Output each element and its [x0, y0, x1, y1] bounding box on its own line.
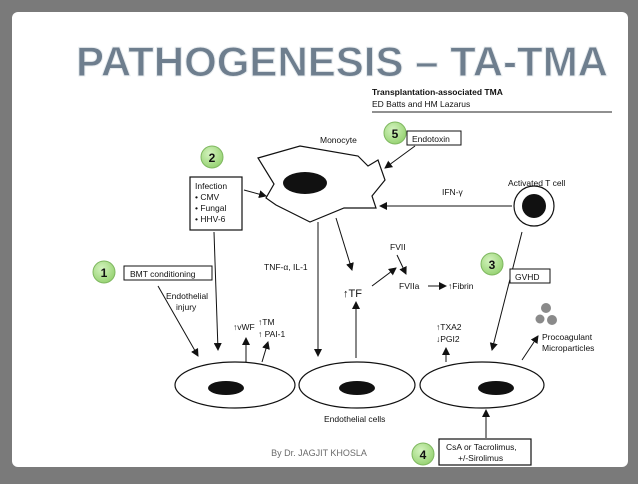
- infection-item-cmv: • CMV: [195, 192, 220, 202]
- bmt-conditioning-label: BMT conditioning: [130, 269, 196, 279]
- badge-5: 5: [383, 121, 407, 145]
- microparticle: [547, 315, 557, 325]
- arrow-tcell-endothelium: [489, 231, 523, 351]
- badge-4: 4: [411, 442, 435, 466]
- pai1-label: ↑ PAI-1: [258, 329, 286, 339]
- tf-label: ↑TF: [343, 288, 362, 300]
- arrow-monocyte-tf: [335, 217, 354, 271]
- txa2-label: ↑TXA2: [436, 322, 462, 332]
- fvii-label: FVII: [390, 242, 406, 252]
- endotoxin-label: Endotoxin: [412, 134, 450, 144]
- ifn-gamma-label: IFN-γ: [442, 187, 464, 197]
- citation-title: Transplantation-associated TMA: [372, 87, 503, 97]
- endothelial-nucleus: [478, 381, 514, 395]
- tm-label: ↑TM: [258, 317, 275, 327]
- bmt-conditioning-box: [123, 265, 213, 281]
- badge-3: 3: [480, 252, 504, 276]
- arrow-endothelium-tm: [261, 341, 270, 363]
- badge-2-number: 2: [209, 151, 216, 165]
- gvhd-label: GVHD: [515, 272, 540, 282]
- activated-t-cell-label: Activated T cell: [508, 178, 565, 188]
- endothelial-cells-label: Endothelial cells: [324, 414, 385, 424]
- gvhd-box: [509, 268, 551, 284]
- badge-3-number: 3: [489, 258, 496, 272]
- fviia-label: FVIIa: [399, 281, 420, 291]
- badge-5-number: 5: [392, 127, 399, 141]
- arrow-fvii-fviia: [396, 254, 407, 275]
- procoagulant-line2: Microparticles: [542, 343, 594, 353]
- tnf-il1-label: TNF-α, IL-1: [264, 262, 308, 272]
- pgi2-label: ↓PGI2: [436, 334, 460, 344]
- arrow-infection-endothelium: [213, 231, 222, 351]
- monocyte-nucleus: [283, 172, 327, 194]
- endothelial-nucleus: [208, 381, 244, 395]
- fibrin-label: ↑Fibrin: [448, 281, 474, 291]
- arrow-endothelium-microparticles: [521, 335, 539, 361]
- badge-2: 2: [200, 145, 224, 169]
- arrow-bmt-endothelium: [157, 285, 199, 357]
- endothelial-nucleus: [339, 381, 375, 395]
- microparticle: [535, 314, 545, 324]
- infection-item-fungal: • Fungal: [195, 203, 226, 213]
- infection-title: Infection: [195, 181, 227, 191]
- csa-line1: CsA or Tacrolimus,: [446, 442, 517, 452]
- infection-box: [189, 176, 243, 231]
- endothelial-injury-line2: injury: [176, 302, 197, 312]
- csa-line2: +/-Sirolimus: [458, 453, 503, 463]
- t-cell-nucleus: [522, 194, 546, 218]
- citation-authors: ED Batts and HM Lazarus: [372, 99, 470, 109]
- arrow-infection-monocyte: [243, 189, 267, 199]
- endothelial-injury-line1: Endothelial: [166, 291, 208, 301]
- infection-item-hhv6: • HHV-6: [195, 214, 226, 224]
- csa-tacrolimus-box: [438, 438, 532, 466]
- slide-title: PATHOGENESIS – TA-TMA: [76, 38, 608, 85]
- badge-4-number: 4: [420, 448, 427, 462]
- slide-panel: [12, 12, 628, 467]
- microparticle: [541, 303, 551, 313]
- arrow-endotoxin-monocyte: [384, 145, 416, 169]
- badge-1: 1: [92, 260, 116, 284]
- arrow-tf-fvii: [371, 267, 397, 287]
- endotoxin-box: [406, 130, 462, 146]
- vwf-label: ↑vWF: [233, 322, 255, 332]
- footer-credit: By Dr. JAGJIT KHOSLA: [271, 448, 367, 458]
- monocyte-label: Monocyte: [320, 135, 357, 145]
- badge-1-number: 1: [101, 266, 108, 280]
- procoagulant-line1: Procoagulant: [542, 332, 593, 342]
